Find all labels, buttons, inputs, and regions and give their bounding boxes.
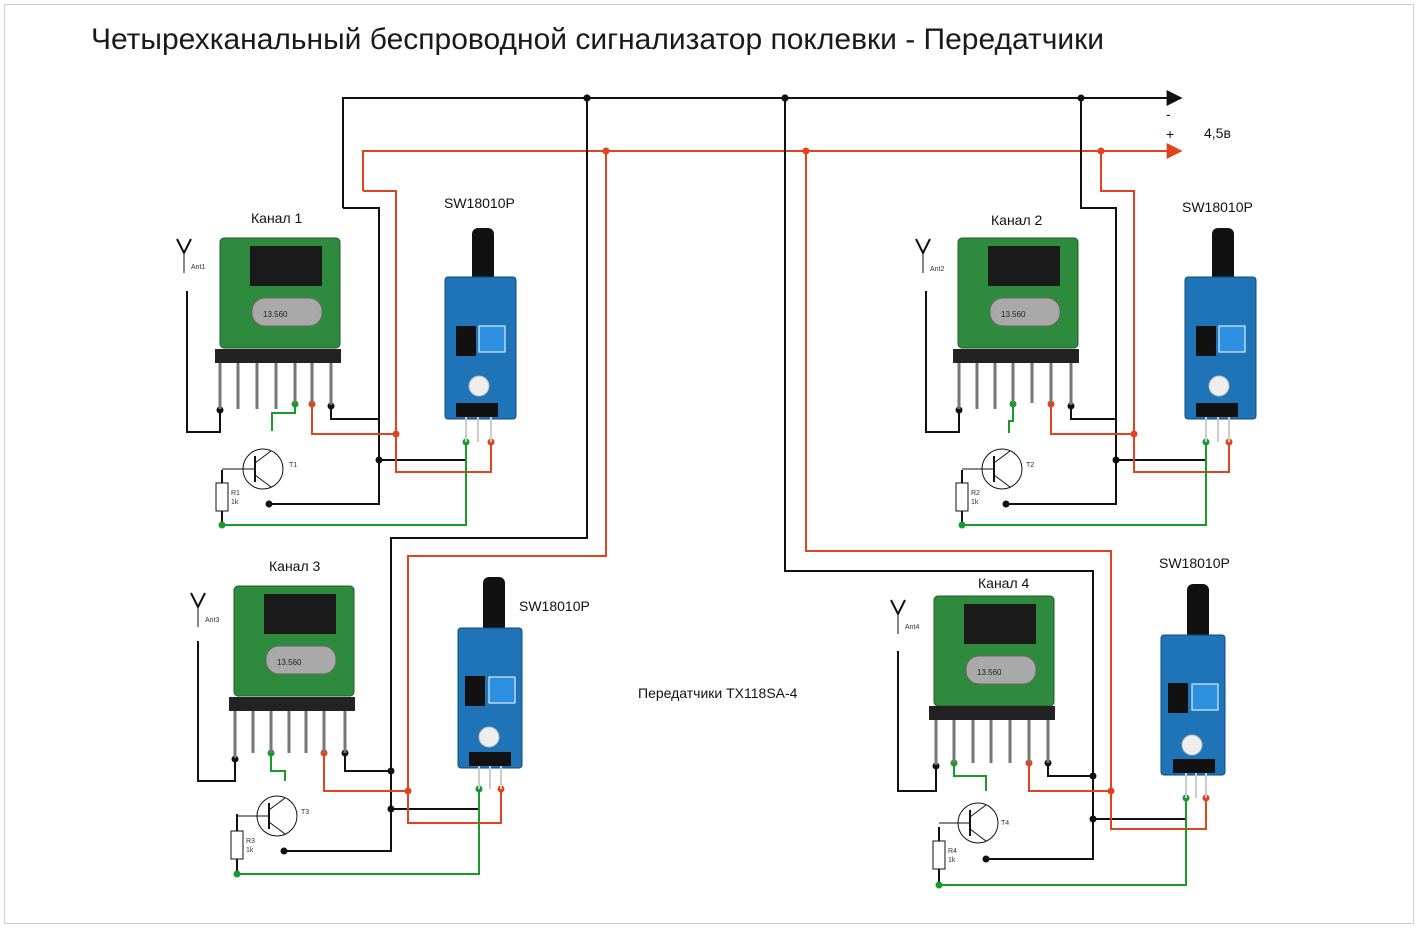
svg-text:R3: R3	[246, 838, 255, 845]
channel-1: Канал 1 SW18010P Ant1	[176, 190, 517, 529]
transmitter-module: 13.560	[929, 595, 1055, 765]
voltage-label: 4,5в	[1204, 125, 1231, 141]
vibration-sensor-module	[444, 228, 517, 442]
transmitter-module: 13.560	[953, 237, 1079, 409]
svg-text:Ant1: Ant1	[191, 264, 206, 271]
antenna-icon: Ant1	[176, 238, 206, 273]
svg-text:T3: T3	[301, 809, 309, 816]
svg-text:13.560: 13.560	[263, 310, 288, 319]
transmitter-module: 13.560	[215, 237, 341, 409]
transmitter-module: 13.560	[229, 585, 355, 758]
resistor-icon: R1 1k	[215, 482, 240, 512]
svg-text:T1: T1	[289, 462, 297, 469]
channel-label: Канал 1	[251, 210, 303, 226]
channel-3: Канал 3 SW18010P Ant3	[190, 94, 607, 878]
resistor-icon: R2 1k	[955, 482, 980, 512]
channel-label: Канал 4	[978, 575, 1030, 591]
svg-text:13.560: 13.560	[977, 668, 1002, 677]
svg-text:1k: 1k	[231, 499, 239, 506]
diagram-frame: Четырехканальный беспроводной сигнализат…	[4, 4, 1414, 924]
svg-text:Ant2: Ant2	[930, 266, 945, 273]
sensor-label: SW18010P	[1182, 199, 1253, 215]
schematic-canvas: Четырехканальный беспроводной сигнализат…	[91, 23, 1257, 889]
sensor-label: SW18010P	[444, 195, 515, 211]
minus-label: -	[1166, 106, 1171, 122]
vibration-sensor-module	[457, 577, 523, 789]
channel-label: Канал 3	[269, 558, 321, 574]
page-title: Четырехканальный беспроводной сигнализат…	[91, 23, 1104, 56]
svg-text:13.560: 13.560	[1001, 310, 1026, 319]
channel-label: Канал 2	[991, 212, 1043, 228]
transistor-icon: T4	[939, 802, 1009, 844]
transmitter-model-label: Передатчики TX118SA-4	[638, 685, 798, 701]
svg-text:T4: T4	[1001, 820, 1009, 827]
vibration-sensor-module	[1160, 584, 1226, 798]
channel-4: Канал 4 SW18010P Ant4	[781, 94, 1230, 889]
channel-2: Канал 2 SW18010P Ant2	[915, 94, 1257, 529]
resistor-icon: R3 1k	[230, 830, 255, 860]
svg-text:R2: R2	[971, 490, 980, 497]
transistor-icon: T1	[222, 448, 297, 490]
sensor-label: SW18010P	[1159, 555, 1230, 571]
svg-text:1k: 1k	[948, 857, 956, 864]
sensor-label: SW18010P	[519, 598, 590, 614]
svg-text:Ant4: Ant4	[905, 624, 920, 631]
resistor-icon: R4 1k	[932, 840, 957, 870]
antenna-icon: Ant2	[915, 238, 945, 273]
plus-label: +	[1166, 126, 1174, 142]
svg-text:T2: T2	[1026, 462, 1034, 469]
vibration-sensor-module	[1184, 228, 1257, 442]
svg-text:13.560: 13.560	[277, 658, 302, 667]
svg-text:R4: R4	[948, 848, 957, 855]
svg-text:Ant3: Ant3	[205, 617, 220, 624]
positive-rail	[362, 143, 1183, 191]
antenna-icon: Ant3	[190, 592, 220, 627]
svg-text:1k: 1k	[246, 847, 254, 854]
antenna-icon: Ant4	[890, 599, 920, 634]
transistor-icon: T2	[962, 448, 1034, 490]
svg-text:1k: 1k	[971, 499, 979, 506]
transistor-icon: T3	[237, 795, 309, 837]
svg-text:R1: R1	[231, 490, 240, 497]
